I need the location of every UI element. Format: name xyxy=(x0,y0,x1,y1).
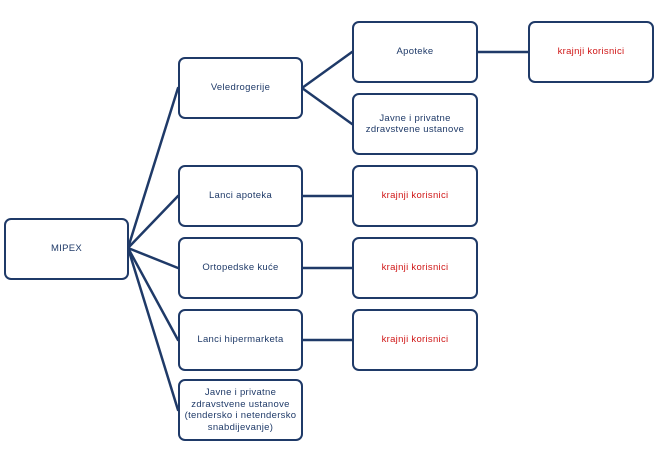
node-lanci-apoteka: Lanci apoteka xyxy=(178,165,303,227)
node-veledrogerije-javne-ustanove: Javne i privatne zdravstvene ustanove xyxy=(352,93,478,155)
connector-mipex-lanci-hipermarketa xyxy=(126,246,180,342)
node-mipex: MIPEX xyxy=(4,218,129,280)
node-apoteke-krajnji-korisnici: krajnji korisnici xyxy=(528,21,654,83)
node-lanci-apoteka-krajnji-korisnici: krajnji korisnici xyxy=(352,165,478,227)
connector-veledrogerije-javne-ustanove xyxy=(300,86,354,126)
connector-mipex-ortopedske-kuce xyxy=(126,246,180,270)
connector-mipex-lanci-apoteka xyxy=(126,194,180,250)
node-lanci-hipermarketa: Lanci hipermarketa xyxy=(178,309,303,371)
connector-veledrogerije-apoteke xyxy=(300,50,354,90)
connector-mipex-veledrogerije xyxy=(126,86,180,250)
node-ortopedske-kuce-krajnji-korisnici: krajnji korisnici xyxy=(352,237,478,299)
node-apoteke: Apoteke xyxy=(352,21,478,83)
node-veledrogerije: Veledrogerije xyxy=(178,57,303,119)
node-lanci-hipermarketa-krajnji-korisnici: krajnji korisnici xyxy=(352,309,478,371)
connector-mipex-javne-ustanove xyxy=(126,246,180,412)
node-javne-ustanove-tendersko: Javne i privatne zdravstvene ustanove (t… xyxy=(178,379,303,441)
node-ortopedske-kuce: Ortopedske kuće xyxy=(178,237,303,299)
